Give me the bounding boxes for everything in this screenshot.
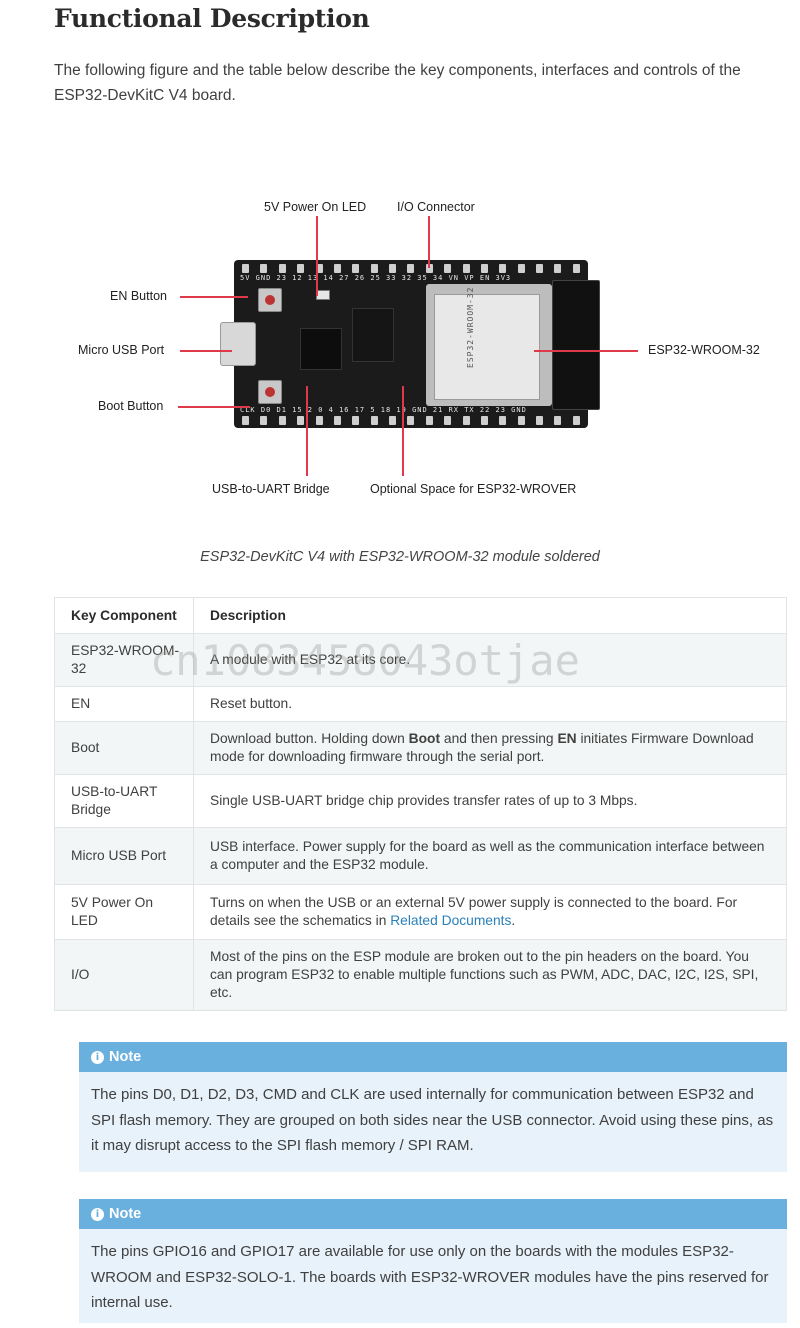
table-row: EN Reset button. [54,686,787,722]
note-body: The pins D0, D1, D2, D3, CMD and CLK are… [91,1086,774,1154]
description-cell: A module with ESP32 at its core. [193,633,787,687]
label-power-led: 5V Power On LED [264,200,367,214]
description-cell: Download button. Holding down Boot and t… [193,721,787,775]
note-title: i Note [79,1042,787,1072]
note-box-gpio-pins: i Note The pins GPIO16 and GPIO17 are av… [79,1199,787,1323]
esp32-devkitc-board: 5V GND 23 12 13 14 27 26 25 33 32 35 34 … [220,260,600,428]
component-cell: Boot [54,721,194,775]
component-cell: EN [54,686,194,722]
table-row: Boot Download button. Holding down Boot … [54,721,787,775]
label-io-connector: I/O Connector [397,200,475,214]
table-row: USB-to-UART Bridge Single USB-UART bridg… [54,774,787,828]
wrover-callout-line [402,386,404,476]
esp32-wroom-32-module: ESP32-WROOM-32 [426,284,552,406]
note-box-spi-pins: i Note The pins D0, D1, D2, D3, CMD and … [79,1042,787,1172]
table-row: Micro USB Port USB interface. Power supp… [54,827,787,885]
usb-uart-bridge-chip [300,328,342,370]
table-row: 5V Power On LED Turns on when the USB or… [54,884,787,940]
component-cell: Micro USB Port [54,827,194,885]
header-key-component: Key Component [54,597,194,634]
top-pin-header [242,264,580,274]
boot-callout-line [178,406,250,408]
header-description: Description [193,597,787,634]
description-cell: USB interface. Power supply for the boar… [193,827,787,885]
bottom-pin-header [242,416,580,426]
boot-button [258,380,282,404]
note-title: i Note [79,1199,787,1229]
description-cell: Reset button. [193,686,787,722]
watermark: cn1083458043otjae [150,636,580,685]
usb-callout-line [180,350,232,352]
module-antenna [552,280,600,410]
en-callout-line [180,296,248,298]
module-callout-line [534,350,638,352]
figure-caption: ESP32-DevKitC V4 with ESP32-WROOM-32 mod… [200,549,600,565]
description-cell: Most of the pins on the ESP module are b… [193,939,787,1011]
component-cell: 5V Power On LED [54,884,194,940]
en-button [258,288,282,312]
label-en-button: EN Button [110,289,167,303]
table-row: ESP32-WROOM-32 A module with ESP32 at it… [54,633,787,687]
label-boot-button: Boot Button [98,399,164,413]
io-callout-line [428,216,430,268]
description-cell: Turns on when the USB or an external 5V … [193,884,787,940]
silkscreen-bottom: CLK D0 D1 15 2 0 4 16 17 5 18 19 GND 21 … [240,406,527,414]
table-row: I/O Most of the pins on the ESP module a… [54,939,787,1011]
silkscreen-top: 5V GND 23 12 13 14 27 26 25 33 32 35 34 … [240,274,512,282]
led-callout-line [316,216,318,296]
component-cell: USB-to-UART Bridge [54,774,194,828]
component-cell: I/O [54,939,194,1011]
info-circle-icon: i [91,1050,104,1064]
page-title: Functional Description [54,4,370,33]
components-table: Key Component Description ESP32-WROOM-32… [54,597,787,1011]
related-documents-link[interactable]: Related Documents [390,913,512,928]
label-micro-usb: Micro USB Port [78,343,165,357]
description-cell: Single USB-UART bridge chip provides tra… [193,774,787,828]
micro-usb-port [220,322,256,366]
label-wrover-space: Optional Space for ESP32-WROVER [370,482,577,496]
board-figure: 5V GND 23 12 13 14 27 26 25 33 32 35 34 … [70,190,790,500]
bridge-callout-line [306,386,308,476]
note-body: The pins GPIO16 and GPIO17 are available… [91,1243,769,1311]
info-circle-icon: i [91,1207,104,1221]
label-usb-uart-bridge: USB-to-UART Bridge [212,482,330,496]
intro-paragraph: The following figure and the table below… [54,62,741,104]
voltage-regulator [352,308,394,362]
power-led [316,290,330,300]
label-module: ESP32-WROOM-32 [648,343,760,357]
module-marking: ESP32-WROOM-32 [466,286,475,368]
